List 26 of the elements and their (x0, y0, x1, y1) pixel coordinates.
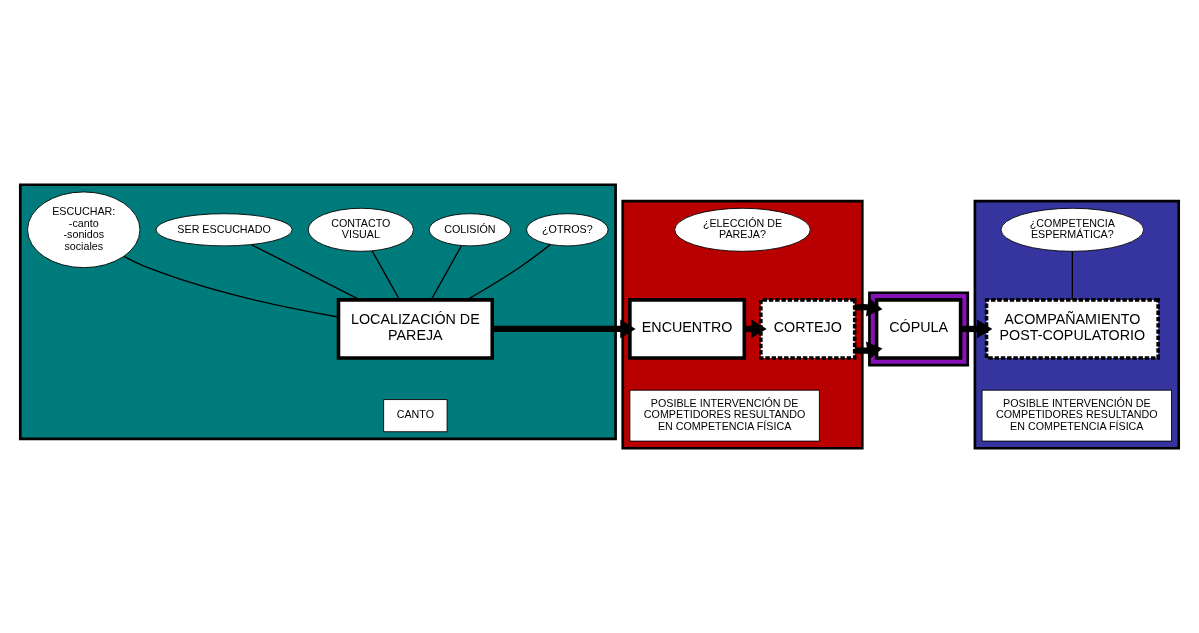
cluster (18, 183, 617, 441)
connector (466, 243, 551, 301)
node-box: POSIBLE INTERVENCIÓN DE COMPETIDORES RESULTANDO EN COMPETENCIA FÍSICA (981, 389, 1172, 442)
node-box: ENCUENTRO (628, 298, 747, 360)
node-ellipse: SER ESCUCHADO (155, 213, 293, 247)
node-ellipse: ¿OTROS? (526, 213, 609, 247)
node-ellipse: ¿ELECCIÓN DE PAREJA? (674, 207, 811, 252)
connector (430, 245, 463, 301)
connector (123, 255, 340, 318)
node-ellipse: CONTACTO VISUAL (307, 207, 414, 252)
connector (1071, 250, 1073, 301)
node-box: POSIBLE INTERVENCIÓN DE COMPETIDORES RESULTANDO EN COMPETENCIA FÍSICA (629, 389, 820, 442)
node-box: ACOMPAÑAMIENTO POST-COPULATORIO (984, 298, 1160, 360)
connector (371, 250, 401, 301)
arrow (960, 319, 993, 339)
node-ellipse: ESCUCHAR: -canto -sonidos sociales (27, 191, 141, 269)
node-box: CORTEJO (759, 298, 857, 360)
node-ellipse: ¿COMPETENCIA ESPERMÁTICA? (1000, 207, 1145, 252)
node-box: CÓPULA (874, 298, 963, 360)
connector (250, 243, 361, 301)
node-box: CANTO (383, 399, 448, 433)
cluster (868, 291, 970, 367)
arrow (492, 319, 636, 339)
cluster (973, 199, 1181, 450)
node-ellipse: COLISIÓN (428, 213, 512, 247)
node-box: LOCALIZACIÓN DE PAREJA (336, 298, 495, 360)
